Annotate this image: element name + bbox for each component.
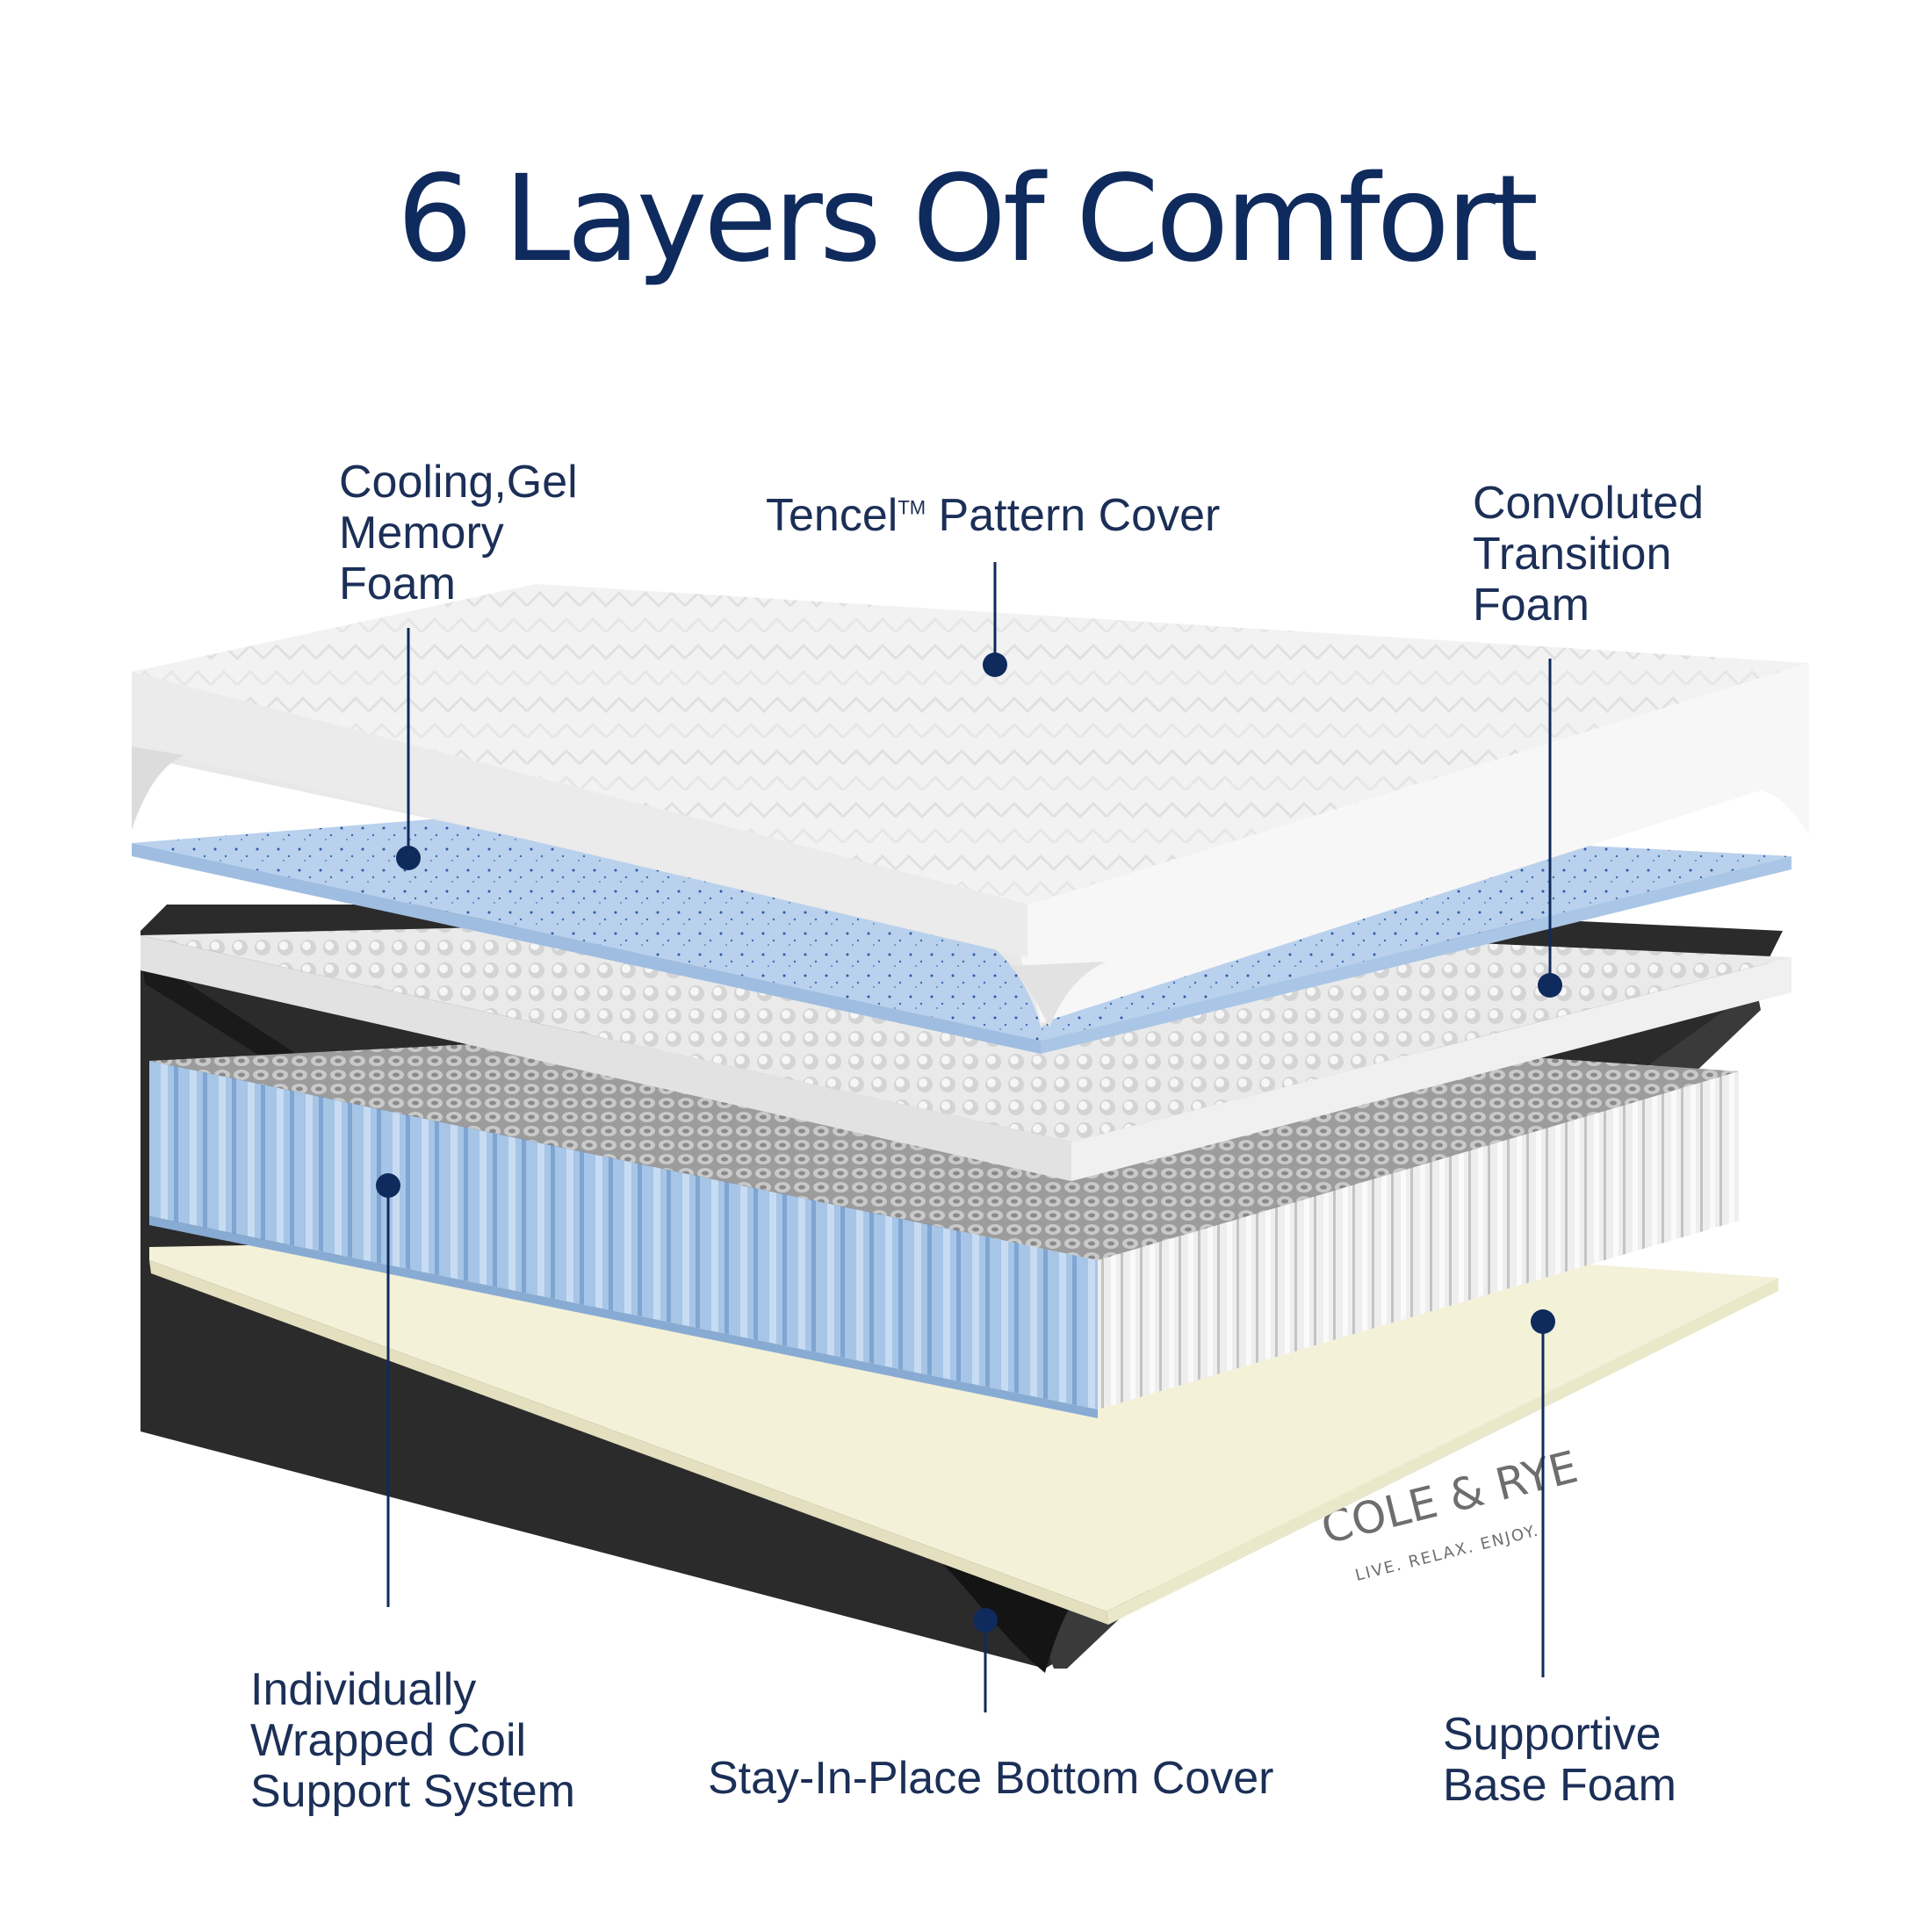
label-bottom-cover: Stay-In-Place Bottom Cover (708, 1753, 1274, 1804)
label-coil-system: Individually Wrapped Coil Support System (250, 1664, 575, 1817)
leader-gel-foam (396, 628, 421, 870)
page-title: 6 Layers Of Comfort (396, 150, 1539, 289)
leader-tencel (983, 562, 1007, 677)
label-gel-foam: Cooling,Gel Memory Foam (339, 457, 578, 609)
leader-base-foam (1531, 1309, 1555, 1677)
label-convoluted-foam: Convoluted Transition Foam (1473, 478, 1705, 631)
label-tencel-cover: TencelTM Pattern Cover (766, 490, 1221, 541)
leader-bottom-cover (973, 1608, 998, 1712)
leader-coils (376, 1173, 400, 1607)
leader-convoluted (1538, 659, 1562, 998)
tencel-cover-layer (132, 584, 1809, 1027)
label-base-foam: Supportive Base Foam (1443, 1709, 1676, 1811)
